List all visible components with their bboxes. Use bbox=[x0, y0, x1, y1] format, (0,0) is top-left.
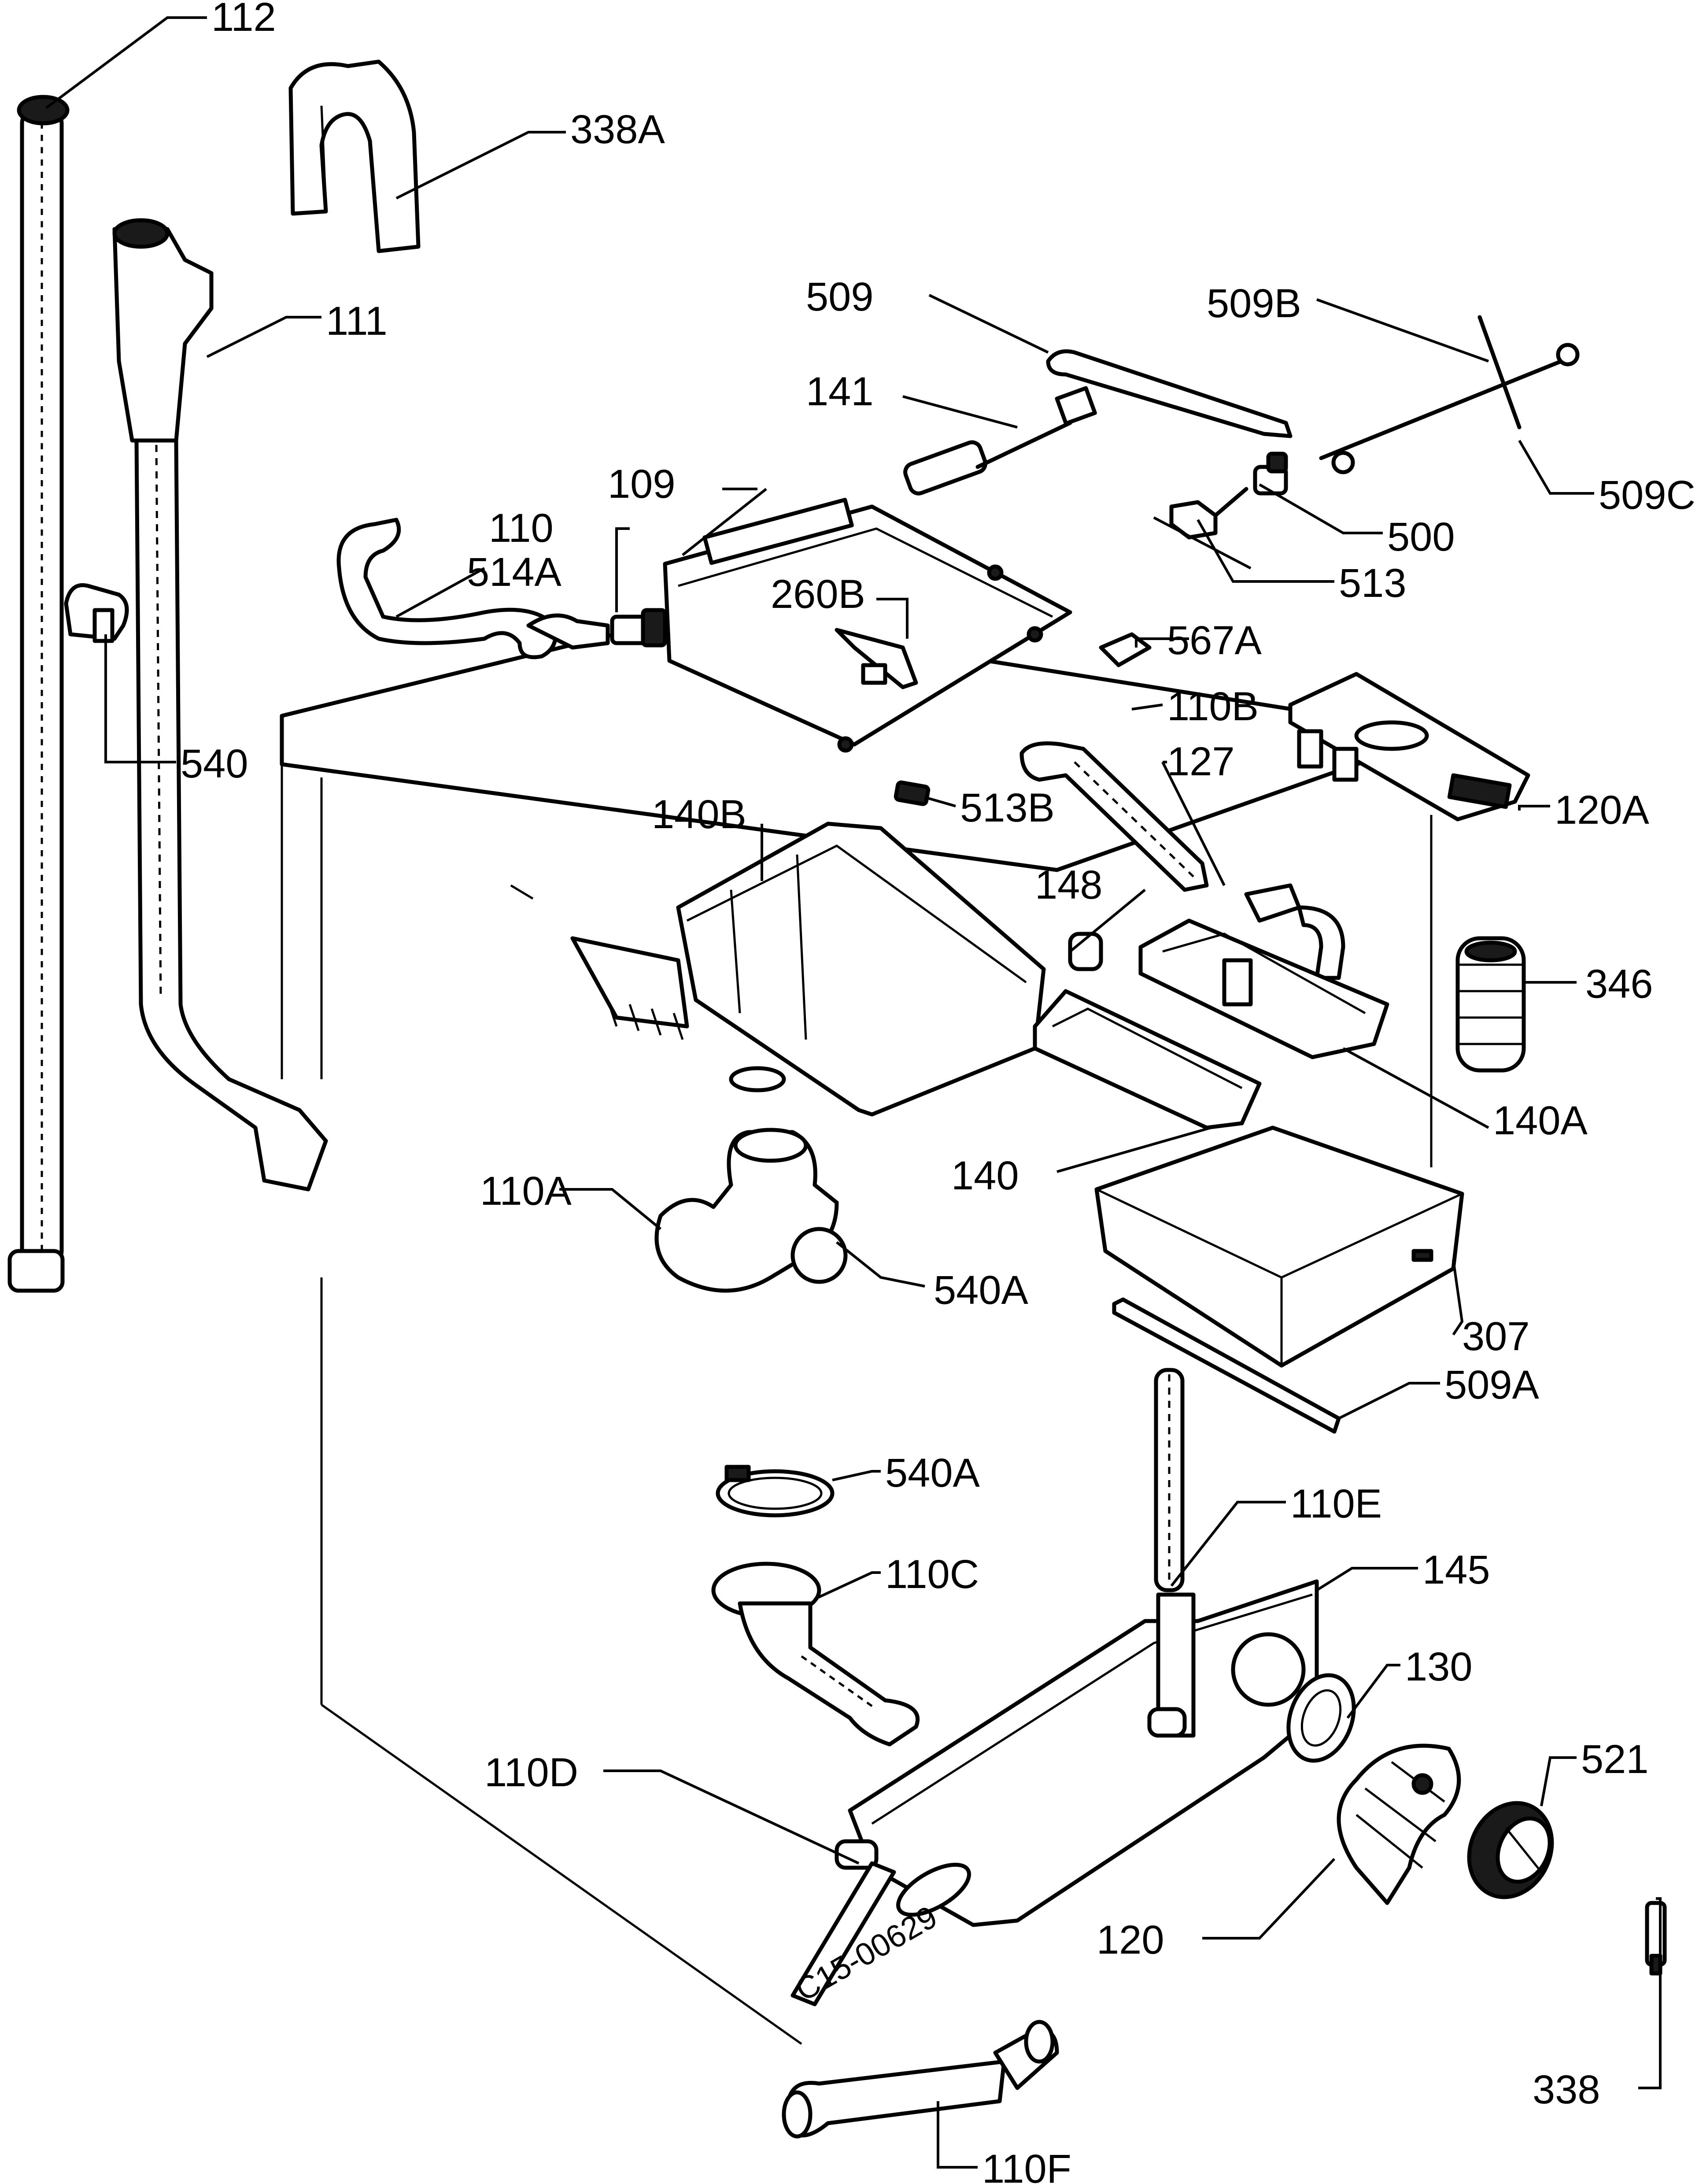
label-130: 130 bbox=[1405, 1644, 1473, 1689]
rail-509a bbox=[1112, 1297, 1341, 1434]
label-145: 145 bbox=[1422, 1547, 1490, 1592]
part-labels: 112 338A 111 509 509B 141 109 110 514A 2… bbox=[181, 0, 1695, 2184]
label-338a: 338A bbox=[570, 107, 665, 152]
label-110c: 110C bbox=[885, 1552, 979, 1597]
clip-338 bbox=[1645, 1901, 1667, 1976]
clip-540 bbox=[64, 583, 129, 643]
label-109: 109 bbox=[608, 462, 676, 507]
clamp-ring-540a bbox=[716, 1465, 835, 1518]
ring-seal-130 bbox=[1286, 1673, 1356, 1763]
label-110a: 110A bbox=[480, 1169, 572, 1214]
label-346: 346 bbox=[1585, 962, 1653, 1007]
nozzle-514a bbox=[610, 608, 667, 648]
label-127: 127 bbox=[1167, 739, 1235, 784]
label-140b: 140B bbox=[652, 792, 746, 837]
tray-insert-120a bbox=[1288, 672, 1530, 822]
block-513b bbox=[894, 780, 931, 806]
hose-110d bbox=[790, 1861, 896, 2006]
drain-hose-110f bbox=[782, 2020, 1059, 2139]
leader-lines bbox=[45, 16, 1662, 2169]
label-111: 111 bbox=[326, 299, 388, 344]
rod-509 bbox=[1046, 349, 1293, 438]
top-panel-109 bbox=[663, 498, 1072, 753]
lever-141 bbox=[903, 386, 1097, 496]
label-140a: 140A bbox=[1493, 1098, 1588, 1143]
filter-cap-521 bbox=[1467, 1801, 1554, 1899]
switch-500-513 bbox=[1169, 452, 1288, 540]
u-bracket-338a bbox=[288, 59, 421, 253]
label-307: 307 bbox=[1462, 1314, 1530, 1359]
label-338: 338 bbox=[1533, 2067, 1600, 2112]
label-509: 509 bbox=[806, 274, 874, 319]
drawer-insert-140a bbox=[1138, 918, 1389, 1059]
hose-110 bbox=[336, 518, 610, 659]
label-110b: 110B bbox=[1167, 684, 1259, 729]
label-521: 521 bbox=[1581, 1737, 1649, 1782]
sump-tray-145 bbox=[835, 1579, 1319, 1927]
label-110f: 110F bbox=[982, 2147, 1071, 2184]
label-540a-lower: 540A bbox=[885, 1451, 980, 1495]
hose-110b bbox=[1019, 741, 1209, 892]
label-509c: 509C bbox=[1599, 473, 1695, 518]
inlet-valve-hose-111 bbox=[112, 218, 328, 1192]
hose-127 bbox=[1244, 883, 1345, 980]
label-567a: 567A bbox=[1167, 618, 1262, 663]
drawer-insert-140 bbox=[1033, 989, 1262, 1130]
funnel-hose-110c bbox=[711, 1562, 920, 1747]
dispenser-housing-140b bbox=[570, 822, 1046, 1117]
label-509a: 509A bbox=[1444, 1362, 1539, 1407]
label-148: 148 bbox=[1035, 862, 1103, 907]
label-112: 112 bbox=[211, 0, 276, 40]
label-540a-upper: 540A bbox=[934, 1268, 1028, 1313]
inlet-hose-112 bbox=[7, 95, 70, 1293]
label-513: 513 bbox=[1339, 561, 1407, 606]
cross-rod-509b bbox=[1319, 315, 1580, 474]
bellows-346 bbox=[1455, 936, 1526, 1073]
label-120a: 120A bbox=[1555, 788, 1649, 833]
label-540: 540 bbox=[181, 741, 248, 786]
label-110d: 110D bbox=[484, 1750, 578, 1795]
label-509b: 509B bbox=[1207, 281, 1301, 326]
label-110e: 110E bbox=[1290, 1481, 1382, 1526]
label-140: 140 bbox=[951, 1153, 1019, 1198]
label-260b: 260B bbox=[771, 572, 865, 617]
bracket-260b bbox=[835, 628, 918, 689]
hose-110e bbox=[1154, 1368, 1185, 1592]
label-500: 500 bbox=[1387, 515, 1455, 559]
elbow-120 bbox=[1337, 1743, 1461, 1905]
label-120: 120 bbox=[1097, 1917, 1164, 1962]
label-513b: 513B bbox=[960, 785, 1055, 830]
bellows-hose-110a bbox=[654, 1128, 848, 1293]
label-141: 141 bbox=[806, 369, 874, 414]
label-110: 110 bbox=[489, 506, 554, 551]
label-514a: 514A bbox=[467, 550, 561, 595]
